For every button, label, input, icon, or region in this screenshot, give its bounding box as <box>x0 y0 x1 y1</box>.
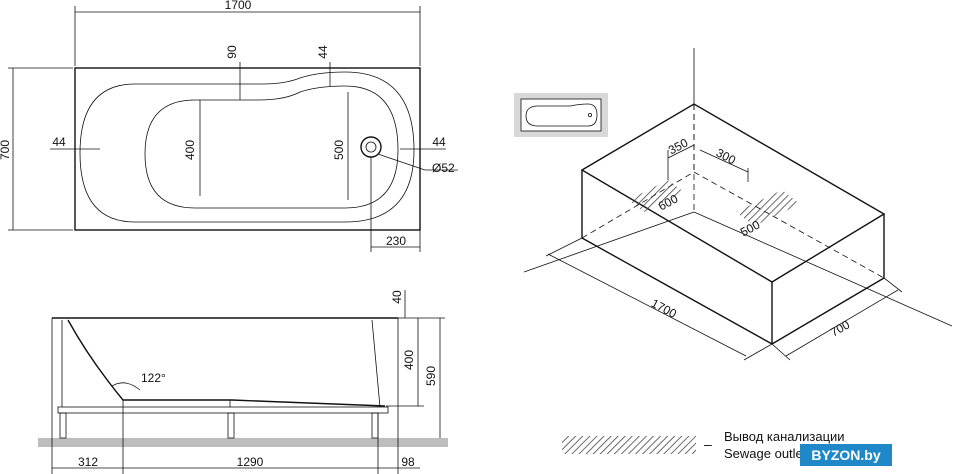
dim-312: 312 <box>78 455 98 469</box>
sewage-zone-left <box>628 180 684 212</box>
dim-230: 230 <box>386 234 406 248</box>
leg-middle <box>227 412 235 439</box>
watermark-badge: BYZON.by <box>800 444 892 466</box>
dim-44-right: 44 <box>432 135 446 149</box>
dim-1700-iso: 1700 <box>649 296 679 321</box>
support-frame <box>57 406 389 414</box>
dim-40: 40 <box>390 290 404 304</box>
dim-44-top: 44 <box>316 45 330 59</box>
legend-dash: – <box>704 436 712 452</box>
leg-right <box>371 412 379 439</box>
dim-500-top-view: 500 <box>332 140 346 160</box>
legend-hatch-swatch <box>562 436 696 454</box>
dim-1700-top: 1700 <box>225 0 252 12</box>
sewage-zone-right <box>736 190 800 226</box>
bath-profile <box>67 319 386 407</box>
dim-1290: 1290 <box>237 455 264 469</box>
dim-98: 98 <box>401 455 415 469</box>
top-view: 1700 700 90 44 44 44 400 500 Ø52 230 <box>0 0 458 252</box>
leg-left <box>59 412 67 439</box>
legend-line-en: Sewage outlet <box>724 446 807 461</box>
drain-inner-ring <box>365 141 377 153</box>
dim-44-left: 44 <box>52 135 66 149</box>
dim-400-side: 400 <box>402 350 416 370</box>
box-top-face <box>580 103 886 283</box>
dim-700-left: 700 <box>0 140 12 160</box>
dim-300: 300 <box>714 146 739 168</box>
bowl-inner-contour <box>144 85 399 209</box>
dim-90: 90 <box>225 45 239 59</box>
thumbnail-bath-icon <box>525 103 598 127</box>
legend-text: Вывод канализации Sewage outlet <box>724 428 845 462</box>
top-view-outline <box>74 67 421 231</box>
bowl-outer-contour <box>79 71 415 223</box>
dim-drain-diameter: Ø52 <box>432 161 455 175</box>
legend-line-ru: Вывод канализации <box>724 429 845 444</box>
angle-122: 122° <box>141 371 166 385</box>
dim-400-top-view: 400 <box>183 140 197 160</box>
side-view: 122° 40 400 590 312 1290 98 <box>38 290 448 474</box>
floor-band <box>38 438 448 447</box>
isometric-view: 350 300 600 500 1700 700 <box>514 48 953 361</box>
dim-350: 350 <box>666 135 691 157</box>
dim-590: 590 <box>424 366 438 386</box>
dim-700-iso: 700 <box>828 317 853 339</box>
